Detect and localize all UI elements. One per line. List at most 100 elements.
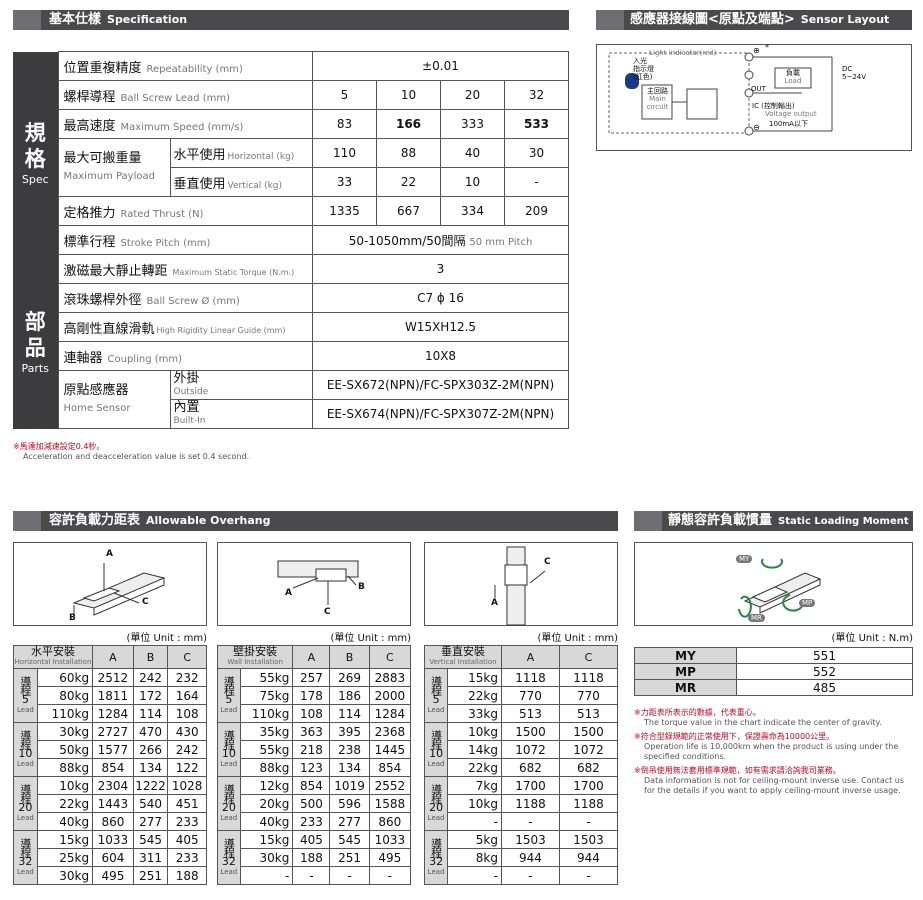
- value-cell: 2883: [368, 668, 412, 687]
- payload-vertical-value: -: [504, 167, 569, 197]
- lead-value: 32: [504, 80, 569, 110]
- value-cell: 233: [167, 812, 207, 831]
- home-outside-value: EE-SX672(NPN)/FC-SPX303Z-2M(NPN): [312, 370, 569, 400]
- value-cell: 1700: [558, 776, 619, 795]
- value-cell: 1811: [92, 686, 134, 705]
- out-label: OUT: [751, 85, 766, 93]
- indicator-zh-label: 入光指示燈(紅色): [633, 57, 654, 81]
- column-header: A: [292, 645, 331, 669]
- value-cell: 251: [132, 866, 169, 885]
- column-header: B: [132, 645, 169, 669]
- horizontal-diagram: A C B: [13, 542, 207, 626]
- value-cell: 1019: [329, 776, 370, 795]
- load-cell: 14kg: [447, 740, 502, 759]
- payload-vertical-value: 33: [312, 167, 377, 197]
- plus-terminal: ⊕: [753, 46, 760, 55]
- value-cell: 188: [292, 848, 331, 867]
- value-cell: 242: [132, 668, 169, 687]
- value-cell: 854: [92, 758, 134, 777]
- axis-a-label: A: [285, 588, 292, 598]
- minus-terminal: ⊖: [753, 123, 760, 132]
- static-moment-drawing: [738, 558, 822, 618]
- value-cell: 1222: [132, 776, 169, 795]
- value-cell: 164: [167, 686, 207, 705]
- payload-vertical-value: 10: [440, 167, 505, 197]
- load-cell: 8kg: [447, 848, 502, 867]
- value-cell: 854: [292, 776, 331, 795]
- value-cell: 1577: [92, 740, 134, 759]
- value-cell: 232: [167, 668, 207, 687]
- stroke-value: 50-1050mm/50間隔 50 mm Pitch: [312, 225, 569, 255]
- load-cell: 30kg: [36, 722, 94, 741]
- load-cell: 60kg: [36, 668, 94, 687]
- payload-horizontal-value: 110: [312, 138, 377, 168]
- value-cell: 596: [329, 794, 370, 813]
- torque-value: 3: [312, 254, 569, 284]
- payload-horizontal-value: 88: [376, 138, 441, 168]
- value-cell: 604: [92, 848, 134, 867]
- value-cell: 233: [292, 812, 331, 831]
- value-cell: 854: [368, 758, 412, 777]
- value-cell: 2512: [92, 668, 134, 687]
- load-cell: 10kg: [447, 794, 502, 813]
- thrust-value: 334: [440, 196, 505, 226]
- value-cell: 122: [167, 758, 207, 777]
- load-cell: 20kg: [239, 794, 294, 813]
- axis-c-label: C: [544, 557, 551, 567]
- value-cell: 1072: [500, 740, 560, 759]
- value-cell: 540: [132, 794, 169, 813]
- vertical-diagram: A C: [424, 542, 618, 626]
- load-cell: 35kg: [239, 722, 294, 741]
- load-cell: 30kg: [239, 848, 294, 867]
- value-cell: 944: [500, 848, 560, 867]
- value-cell: 218: [292, 740, 331, 759]
- value-cell: 311: [132, 848, 169, 867]
- horizontal-axis-drawing: [72, 563, 166, 616]
- note-en: Operation life is 10,000km when the prod…: [644, 742, 899, 761]
- value-cell: 251: [329, 848, 370, 867]
- screw-value: C7 ϕ 16: [312, 283, 569, 313]
- column-header: A: [500, 645, 560, 669]
- lead-value: 20: [440, 80, 505, 110]
- my-badge: MY: [736, 555, 753, 563]
- load-cell: 10kg: [36, 776, 94, 795]
- load-cell: 15kg: [36, 830, 94, 849]
- value-cell: 269: [329, 668, 370, 687]
- load-cell: 10kg: [447, 722, 502, 741]
- value-cell: 186: [329, 686, 370, 705]
- sensor-header: 感應器接線圖<原點及端點>Sensor Layout: [596, 10, 912, 30]
- load-cell: 30kg: [36, 866, 94, 885]
- thrust-value: 1335: [312, 196, 377, 226]
- home-builtin-value: EE-SX674(NPN)/FC-SPX307Z-2M(NPN): [312, 399, 569, 429]
- value-cell: 188: [167, 866, 207, 885]
- load-cell: 40kg: [239, 812, 294, 831]
- value-cell: 1118: [500, 668, 560, 687]
- value-cell: 470: [132, 722, 169, 741]
